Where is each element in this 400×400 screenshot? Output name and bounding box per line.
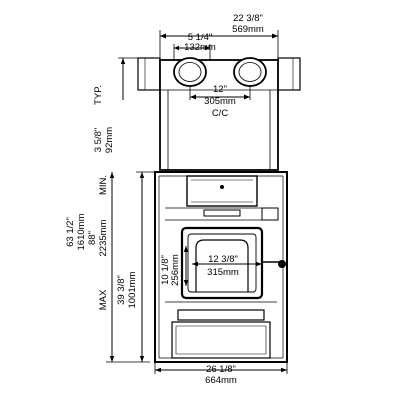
flue-spacing-imperial: 12" — [213, 84, 227, 95]
flue-collar-right — [233, 57, 267, 87]
flue-diameter-metric: 132mm — [184, 42, 216, 53]
flue-collar-left — [173, 57, 207, 87]
total-height-metric: 1610mm — [76, 213, 87, 250]
door-height-dimension: 10 1/8" 256mm — [160, 246, 189, 286]
body-height-imperial: 39 3/8" — [116, 275, 127, 305]
base-width-imperial: 26 1/8" — [206, 364, 236, 375]
base-width-dimension: 26 1/8" 664mm — [154, 362, 288, 386]
total-height-imperial: 63 1/2" — [65, 217, 76, 247]
top-width-metric: 569mm — [232, 24, 264, 35]
firebox-door — [180, 226, 286, 300]
top-grille-panel — [186, 175, 258, 207]
door-height-imperial: 10 1/8" — [160, 255, 171, 285]
top-width-imperial: 22 3/8" — [233, 13, 263, 24]
flue-diameter-dimension: 5 1/4" 132mm — [173, 32, 216, 62]
side-gap-note: TYP. — [93, 85, 104, 105]
control-box — [261, 207, 279, 221]
side-gap-dimension: 3 5/8" 92mm TYP. — [93, 57, 140, 153]
total-height-metric-max: 2235mm — [98, 219, 109, 256]
door-width-imperial: 12 3/8" — [208, 254, 238, 265]
door-handle-icon — [278, 260, 286, 268]
base-width-metric: 664mm — [205, 375, 237, 386]
flue-spacing-note: C/C — [212, 108, 229, 119]
door-width-metric: 315mm — [207, 267, 239, 278]
ash-drawer — [165, 301, 277, 359]
top-width-dimension: 22 3/8" 569mm — [159, 13, 279, 60]
flue-spacing-dimension: 12" 305mm C/C — [189, 84, 251, 119]
flue-diameter-imperial: 5 1/4" — [188, 32, 213, 43]
total-height-label-min: MIN. — [98, 175, 109, 195]
total-height-imperial-max: 88" — [87, 231, 98, 245]
flue-spacing-metric: 305mm — [204, 96, 236, 107]
side-gap-metric: 92mm — [104, 127, 115, 153]
body-height-metric: 1001mm — [127, 271, 138, 308]
body-height-dimension: 39 3/8" 1001mm — [116, 171, 155, 362]
side-gap-imperial: 3 5/8" — [93, 128, 104, 153]
total-height-label-max: MAX — [98, 289, 109, 310]
door-height-metric: 256mm — [170, 254, 181, 286]
total-height-dimension: 63 1/2" 1610mm 88" 2235mm MIN. MAX — [65, 172, 150, 363]
door-width-dimension: 12 3/8" 315mm — [192, 254, 262, 278]
